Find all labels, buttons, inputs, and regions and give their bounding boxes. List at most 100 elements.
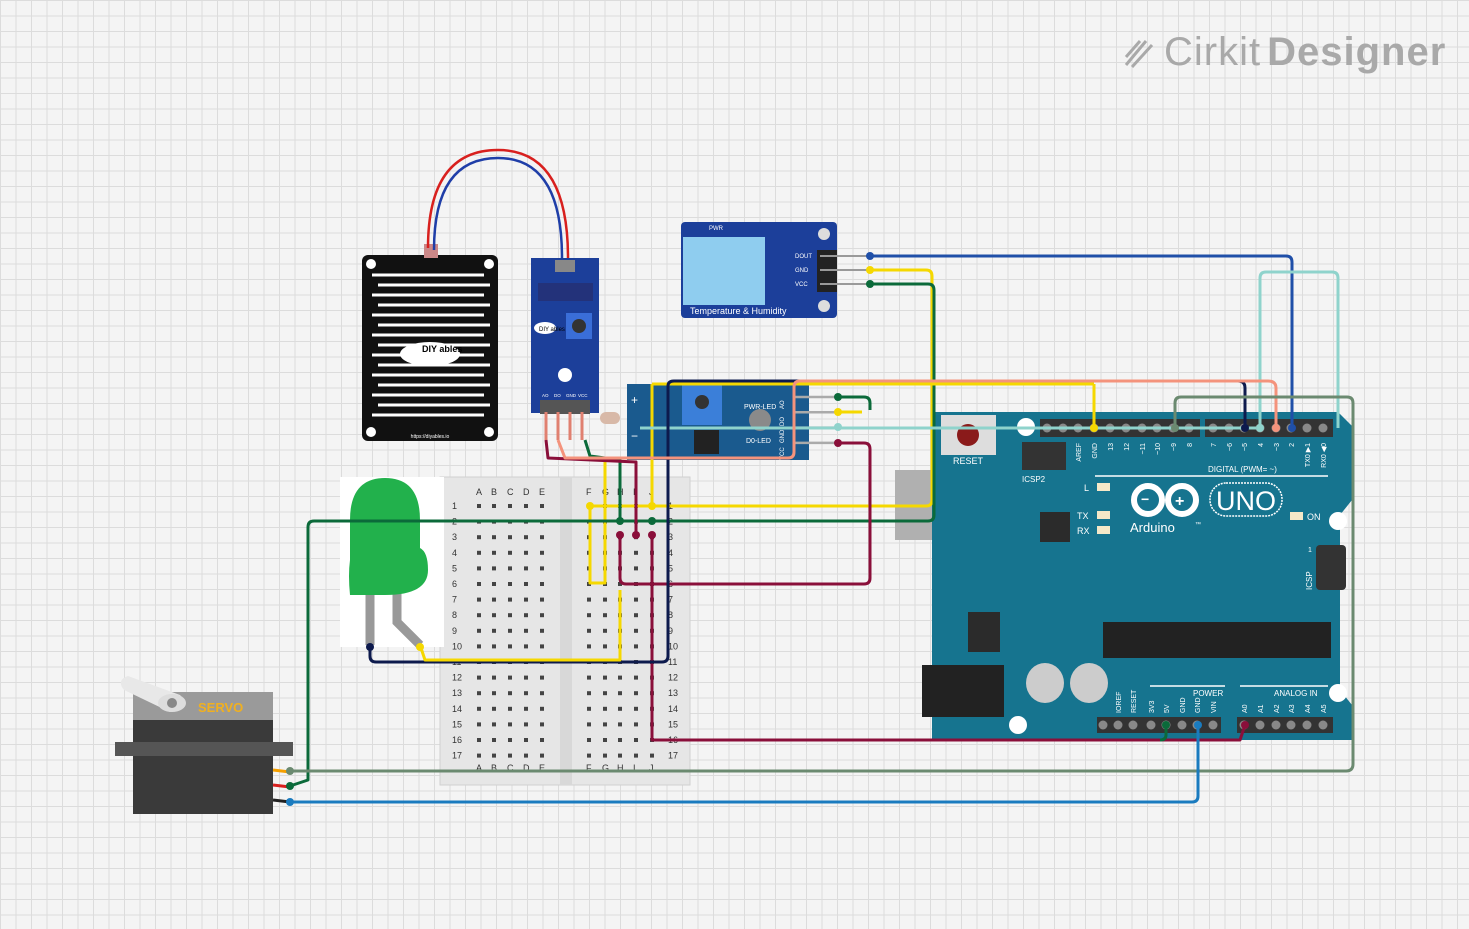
breadboard-hole[interactable] — [540, 753, 544, 758]
wire-endpoint[interactable] — [648, 517, 656, 525]
breadboard-hole[interactable] — [524, 504, 528, 508]
wire-endpoint[interactable] — [834, 408, 842, 416]
breadboard-hole[interactable] — [477, 597, 481, 602]
breadboard-hole[interactable] — [540, 535, 544, 540]
breadboard-hole[interactable] — [587, 628, 591, 633]
wire-gnd-servo[interactable] — [290, 725, 1200, 804]
breadboard-hole[interactable] — [492, 582, 496, 586]
wire-endpoint[interactable] — [286, 782, 294, 790]
breadboard-hole[interactable] — [540, 613, 544, 618]
breadboard-hole[interactable] — [477, 535, 481, 540]
breadboard-hole[interactable] — [508, 628, 512, 633]
breadboard-hole[interactable] — [508, 550, 512, 555]
wire-endpoint[interactable] — [416, 643, 424, 651]
breadboard-hole[interactable] — [508, 582, 512, 586]
breadboard-hole[interactable] — [587, 613, 591, 618]
breadboard-hole[interactable] — [540, 706, 544, 711]
breadboard-hole[interactable] — [540, 550, 544, 555]
header-pin[interactable] — [1208, 720, 1218, 730]
breadboard-hole[interactable] — [477, 738, 481, 742]
wire-plate-blue[interactable] — [432, 156, 564, 259]
header-pin[interactable] — [1302, 423, 1312, 433]
wire-endpoint[interactable] — [1272, 424, 1280, 432]
breadboard-hole[interactable] — [524, 535, 528, 540]
wire-endpoint[interactable] — [1171, 424, 1179, 432]
breadboard-hole[interactable] — [634, 628, 638, 633]
header-pin[interactable] — [1318, 423, 1328, 433]
breadboard-hole[interactable] — [477, 550, 481, 555]
breadboard-hole[interactable] — [540, 566, 544, 571]
breadboard-hole[interactable] — [603, 628, 607, 633]
breadboard-hole[interactable] — [492, 644, 496, 649]
breadboard-hole[interactable] — [634, 597, 638, 602]
header-pin[interactable] — [1177, 720, 1187, 730]
breadboard-hole[interactable] — [492, 504, 496, 508]
breadboard-hole[interactable] — [492, 675, 496, 680]
breadboard-hole[interactable] — [603, 597, 607, 602]
breadboard-hole[interactable] — [508, 535, 512, 540]
breadboard-hole[interactable] — [540, 628, 544, 633]
breadboard-hole[interactable] — [524, 706, 528, 711]
breadboard-hole[interactable] — [603, 706, 607, 711]
breadboard-hole[interactable] — [540, 644, 544, 649]
breadboard-hole[interactable] — [524, 582, 528, 586]
wire-endpoint[interactable] — [616, 517, 624, 525]
breadboard-hole[interactable] — [477, 706, 481, 711]
breadboard-hole[interactable] — [524, 566, 528, 571]
breadboard-hole[interactable] — [477, 753, 481, 758]
breadboard-hole[interactable] — [618, 582, 622, 586]
breadboard-hole[interactable] — [477, 675, 481, 680]
breadboard-hole[interactable] — [540, 504, 544, 508]
breadboard-hole[interactable] — [492, 722, 496, 727]
breadboard-hole[interactable] — [477, 582, 481, 586]
breadboard-hole[interactable] — [650, 753, 654, 758]
wire-endpoint[interactable] — [866, 266, 874, 274]
breadboard-hole[interactable] — [508, 504, 512, 508]
breadboard-hole[interactable] — [524, 675, 528, 680]
breadboard-hole[interactable] — [492, 613, 496, 618]
wire-endpoint[interactable] — [632, 531, 640, 539]
breadboard-hole[interactable] — [508, 566, 512, 571]
wire-led-yellow[interactable] — [418, 590, 622, 662]
wire-endpoint[interactable] — [866, 252, 874, 260]
wire-endpoint[interactable] — [648, 531, 656, 539]
breadboard-hole[interactable] — [492, 753, 496, 758]
breadboard-hole[interactable] — [540, 738, 544, 742]
breadboard-hole[interactable] — [634, 550, 638, 555]
breadboard-hole[interactable] — [587, 644, 591, 649]
breadboard-hole[interactable] — [634, 691, 638, 696]
breadboard-hole[interactable] — [492, 550, 496, 555]
breadboard-hole[interactable] — [508, 597, 512, 602]
wire-endpoint[interactable] — [866, 280, 874, 288]
wire-endpoint[interactable] — [1241, 424, 1249, 432]
breadboard-hole[interactable] — [508, 706, 512, 711]
breadboard-hole[interactable] — [477, 691, 481, 696]
wire-salmon[interactable] — [556, 379, 1278, 460]
breadboard-hole[interactable] — [477, 628, 481, 633]
green-led[interactable] — [340, 477, 444, 649]
header-pin[interactable] — [1255, 720, 1265, 730]
wire-endpoint[interactable] — [1194, 721, 1202, 729]
breadboard-hole[interactable] — [477, 722, 481, 727]
wire-endpoint[interactable] — [1090, 424, 1098, 432]
wire-endpoint[interactable] — [586, 502, 594, 510]
wire-endpoint[interactable] — [616, 531, 624, 539]
breadboard-hole[interactable] — [492, 706, 496, 711]
breadboard-hole[interactable] — [524, 613, 528, 618]
breadboard-hole[interactable] — [508, 722, 512, 727]
breadboard-hole[interactable] — [492, 691, 496, 696]
breadboard-hole[interactable] — [524, 691, 528, 696]
breadboard-hole[interactable] — [524, 628, 528, 633]
breadboard-hole[interactable] — [634, 644, 638, 649]
breadboard-hole[interactable] — [524, 722, 528, 727]
breadboard-hole[interactable] — [492, 597, 496, 602]
breadboard-hole[interactable] — [508, 675, 512, 680]
breadboard-hole[interactable] — [634, 706, 638, 711]
header-pin[interactable] — [1286, 720, 1296, 730]
breadboard-hole[interactable] — [540, 582, 544, 586]
